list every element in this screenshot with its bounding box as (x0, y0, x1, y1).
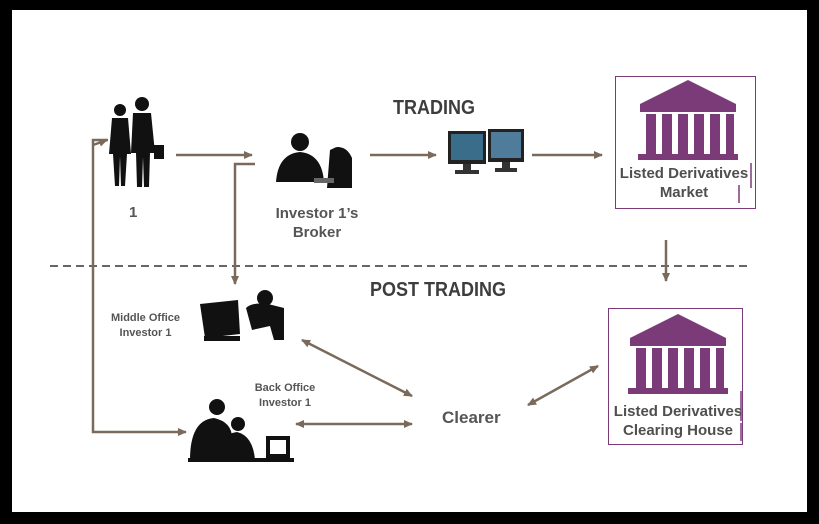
broker-label: Investor 1’s Broker (262, 204, 372, 242)
back-office-icon (188, 399, 294, 462)
arrow-middle-office-clearer (301, 338, 413, 398)
broker-label-line2: Broker (292, 224, 342, 241)
arrow-broker-to-middle-office (231, 162, 255, 285)
market-label-line1: Listed Derivatives (619, 165, 749, 182)
clearing-house-label-line2: Clearing House (622, 422, 734, 439)
section-title-trading: TRADING (393, 97, 475, 119)
middle-office-label-line1: Middle Office (110, 312, 181, 324)
back-office-label-line1: Back Office (254, 382, 316, 394)
middle-office-label: Middle Office Investor 1 (98, 311, 193, 341)
broker-icon (276, 133, 352, 188)
market-label: Listed Derivatives Market (612, 164, 756, 202)
market-box (615, 76, 756, 209)
back-office-label: Back Office Investor 1 (240, 381, 330, 411)
arrow-clearer-clearing-house (527, 364, 599, 407)
market-label-line2: Market (659, 184, 709, 201)
investor-label: 1 (129, 204, 138, 221)
trading-screens-icon (448, 129, 524, 174)
clearing-house-box (608, 308, 743, 445)
clearing-house-label: Listed Derivatives Clearing House (606, 402, 750, 440)
broker-label-line1: Investor 1’s (275, 205, 359, 222)
exchange-building-icon (638, 80, 738, 160)
clearing-house-label-line1: Listed Derivatives (613, 403, 743, 420)
middle-office-label-line2: Investor 1 (119, 327, 172, 339)
section-title-post-trading: POST TRADING (370, 279, 507, 301)
arrow-investor-up (92, 138, 108, 147)
back-office-label-line2: Investor 1 (259, 397, 311, 409)
clearer-label: Clearer (442, 408, 501, 427)
investors-icon (109, 97, 164, 187)
clearing-house-building-icon (628, 314, 728, 394)
middle-office-icon (200, 290, 284, 341)
